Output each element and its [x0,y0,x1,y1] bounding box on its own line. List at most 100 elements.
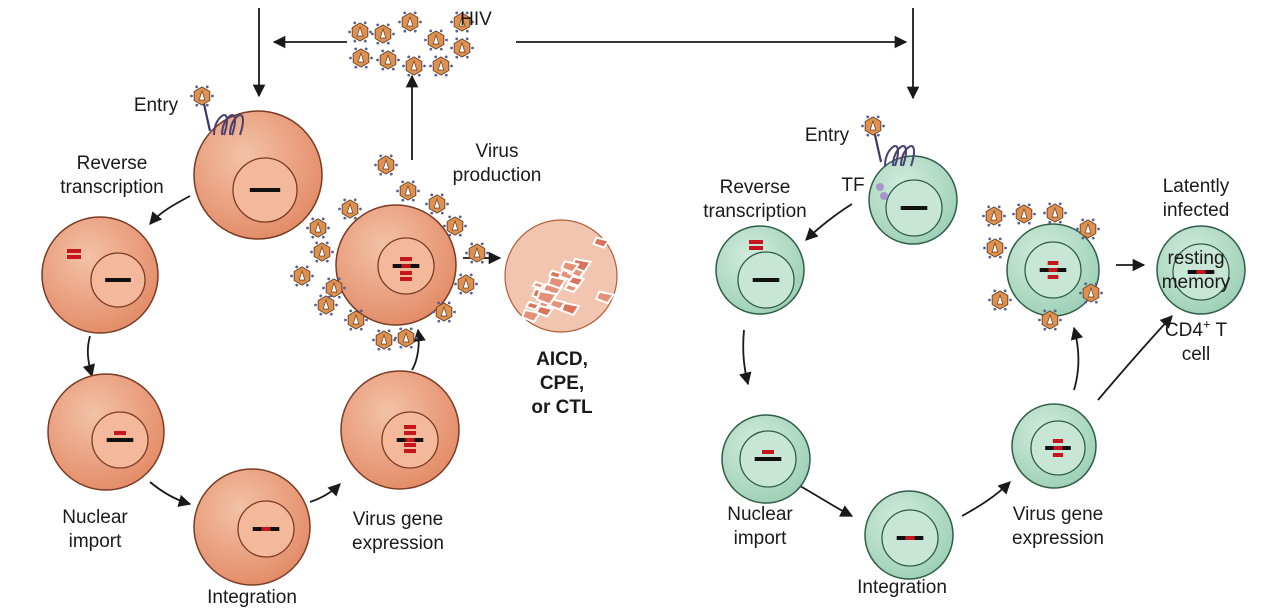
virion-spike [395,163,398,167]
virion-spike [1100,291,1103,295]
left-cd4-receptor-icon [200,94,244,136]
virion-spike [1091,236,1095,240]
lysed-cell-fragment [560,260,580,274]
virion-spike [417,189,420,193]
right-rt-cell-viral-dna-bottom [749,246,763,250]
virion-core [318,245,326,257]
virion-spike [1058,202,1062,206]
virion-spike [392,32,395,36]
virion-spike [1091,218,1095,222]
virion-spike [1033,212,1036,216]
left-integration-cell-viral-segment [261,527,271,531]
virion-spike [443,224,446,228]
hiv-cluster-virion-icon [376,49,400,71]
left-expression-cell-transcript [404,449,416,453]
virion-spike [997,223,1001,227]
latent-caption-cd4: CD4 [1164,320,1203,341]
virion-spike [381,67,385,71]
virion-spike [331,250,334,254]
budding-virion-icon [1076,218,1100,240]
virion-spike [1003,214,1006,218]
virion-core [330,281,338,293]
left-import-cell-viral-dna [114,431,126,435]
virion-spike [988,237,992,241]
virion-spike [455,37,459,41]
virion-spike [306,226,309,230]
virion-spike [377,347,381,351]
virion-spike [397,58,400,62]
virion-spike [343,216,347,220]
virion-spike [205,103,209,107]
dying-cell-layer [504,219,618,333]
virion-core [384,53,392,65]
virion-spike [1048,202,1052,206]
right-expression-cell-transcript [1052,439,1064,443]
virion-spike [343,198,347,202]
virion-spike [440,193,444,197]
virion-spike [349,327,353,331]
virion-spike [399,327,403,331]
right-expression-cell-viral-segment [1053,446,1063,450]
virion-spike [1017,221,1021,225]
right-integration-cell-viral-segment [905,536,915,540]
left-import-cell-host-dna [106,438,134,442]
right-integration-label: Integration [857,577,947,598]
virion-spike [983,246,986,250]
virion-spike [1043,211,1046,215]
virion-spike [429,64,432,68]
virion-spike [386,23,390,27]
virion-spike [465,29,469,33]
left-production-cell-transcript [400,277,412,281]
virion-spike [290,274,293,278]
virion-spike [374,163,377,167]
virion-spike [413,11,417,15]
virion-core [322,298,330,310]
virion-spike [315,259,319,263]
virion-core [432,33,440,45]
budding-virion-icon [454,273,478,295]
virion-spike [993,289,997,293]
virion-spike [417,55,421,59]
virion-spike [377,329,381,333]
right-latent-cell-viral-segment [1196,270,1206,274]
virion-spike [370,56,373,60]
virion-spike [353,216,357,220]
virion-spike [311,274,314,278]
virion-spike [337,277,341,281]
virion-spike [453,310,456,314]
virion-spike [195,103,199,107]
virion-core [869,119,877,131]
virion-spike [407,55,411,59]
virions-layer [190,11,1103,351]
virion-spike [480,260,484,264]
virion-spike [327,226,330,230]
left-expression-cell-viral-segment [405,438,415,442]
virion-spike [1097,227,1100,231]
lysed-cell-fragment [535,289,559,306]
virion-spike [455,11,459,15]
hiv-cluster-virion-icon [429,55,453,77]
right-entry-virion-icon [861,115,885,137]
cells-layer [41,94,1246,586]
right-cd4-receptor-icon-coil [900,144,915,167]
virion-spike [402,64,405,68]
left-rt-cell [41,216,159,334]
virion-spike [866,115,870,119]
virion-spike [411,180,415,184]
hiv-cluster-virion-icon [371,23,395,45]
right-entry-cell-host-dna [900,206,928,210]
left-virus-gene-expression-label: Virus gene expression [352,509,444,554]
virion-spike [369,30,372,34]
virion-spike [470,260,474,264]
hiv-label: HIV [460,9,492,30]
lysed-cell-fragment [546,275,568,290]
virion-core [357,51,365,63]
virion-core [458,15,466,27]
left-entry-label: Entry [133,95,179,116]
virion-spike [325,259,329,263]
hiv-cluster-virion-icon [398,11,422,33]
virion-spike [338,207,341,211]
virion-spike [329,312,333,316]
left-rt-cell-host-dna [105,278,131,282]
virion-spike [205,85,209,89]
